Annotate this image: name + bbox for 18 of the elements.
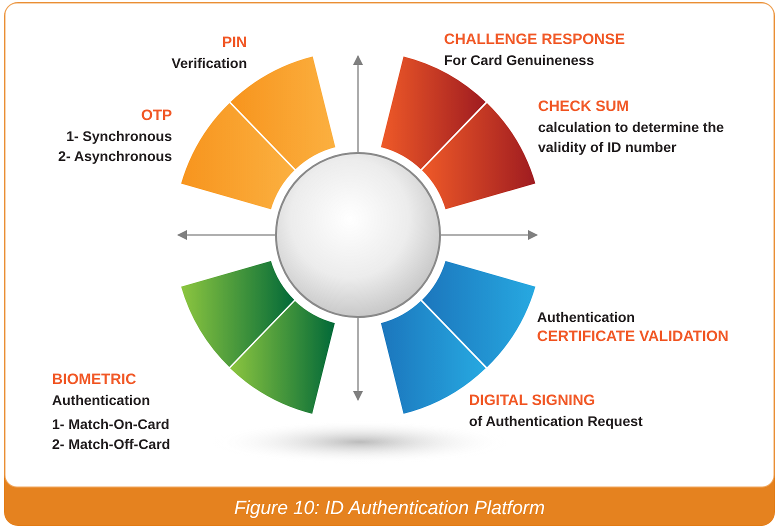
segment-description: calculation to determine the validity of ID number (538, 118, 725, 157)
segment-description: Authentication (536, 308, 636, 327)
segment-description: Authentication (52, 390, 151, 410)
segment-description: 2- Match-Off-Card (52, 434, 172, 454)
segment-heading: DIGITAL SIGNING (468, 390, 596, 411)
segment-description: 1- Synchronous (65, 126, 172, 146)
segment-heading: CHALLENGE RESPONSE (444, 30, 626, 50)
segment-description: For Card Genuineness (444, 51, 596, 70)
segment-heading: CERTIFICATE VALIDATION (536, 326, 730, 347)
segment-heading: PIN (220, 33, 247, 53)
segment-heading: CHECK SUM (538, 97, 630, 117)
figure-caption: Figure 10: ID Authentication Platform (233, 497, 546, 521)
segment-description: 1- Match-On-Card (52, 414, 170, 434)
segment-heading: OTP (140, 106, 172, 126)
segment-description: of Authentication Request (468, 412, 644, 431)
segment-description: 2- Asynchronous (57, 146, 172, 166)
segment-heading: BIOMETRIC (52, 370, 138, 390)
segment-description: Verification (170, 54, 247, 73)
